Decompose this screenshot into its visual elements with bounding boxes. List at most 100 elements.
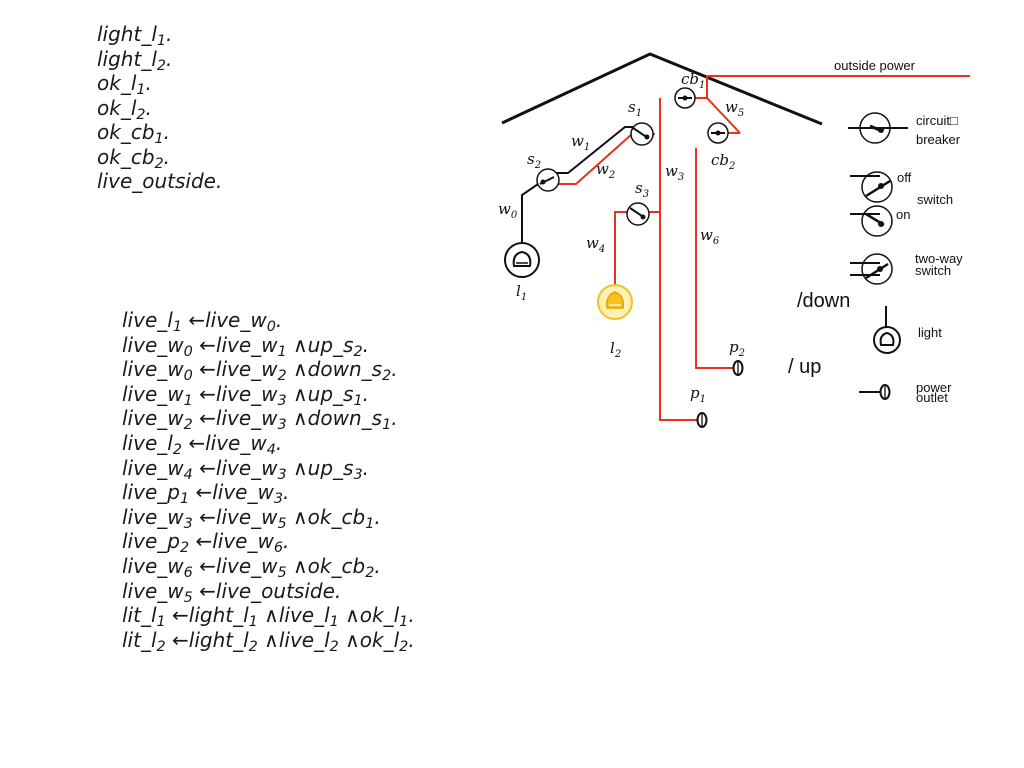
rule-text: ←live_w [192,381,278,406]
rule-subscript: 2 [329,638,339,655]
rule-text: ∧up_s [286,332,354,357]
rule-subscript: 3 [183,515,193,532]
rule-text: live_w [122,578,184,603]
rule-subscript: 1 [179,491,190,508]
legend-two-way-1: two-way [915,251,963,266]
fact-text: ok_l [97,71,137,95]
legend: circuit□ breaker off switch on two-way [848,112,963,405]
rule-text: ∧ok_cb [286,553,366,578]
switch-s1 [630,122,654,146]
legend-circuit-breaker-icon [848,112,908,144]
rule-subscript: 2 [382,368,392,385]
rule-subscript: 2 [277,368,287,385]
wire-w0 [521,179,545,244]
rule-line: live_w2 ←live_w3 ∧down_s1. [122,406,415,434]
annotation-down: /down [797,290,850,312]
rule-line: lit_l1 ←light_l1 ∧live_l1 ∧ok_l1. [122,603,415,631]
label-w1: w1 [571,132,590,153]
power-outlet-p1 [696,412,708,428]
legend-light: light [918,325,942,340]
rule-text: . [283,480,290,505]
legend-on: on [896,207,910,222]
rule-subscript: 1 [365,515,375,532]
rule-text: . [408,627,415,652]
rule-text: ←live_w [192,504,278,529]
rule-line: live_l2 ←live_w4. [122,430,415,457]
label-s1: s1 [628,98,642,119]
rule-text: ←live_w [192,357,278,382]
rule-line: live_l1 ←live_w0. [122,308,415,336]
rule-text: ∧up_s [286,455,354,480]
rule-text: . [283,529,290,554]
rule-text: ←live_w [192,553,278,578]
rule-subscript: 3 [277,466,287,483]
rule-text: . [275,430,283,455]
label-l1: l1 [516,282,527,303]
rule-subscript: 3 [353,466,363,483]
fact-subscript: 2 [156,57,167,74]
rule-line: live_p2 ←live_w6. [122,529,415,555]
rule-text: live_l [122,430,173,455]
rule-text: live_w [122,504,184,529]
fact-text: ok_cb [97,120,155,144]
rule-text: ←live_outside. [192,578,342,603]
label-s3: s3 [635,179,649,200]
rule-subscript: 5 [277,515,287,532]
rule-subscript: 1 [183,392,193,409]
rule-subscript: 3 [273,491,283,508]
legend-circuit-breaker-2: breaker [916,132,961,147]
rule-text: lit_l [122,603,157,628]
label-outside-power: outside power [834,58,916,73]
label-w2: w2 [596,160,615,181]
rule-line: live_w3 ←live_w5 ∧ok_cb1. [122,504,415,532]
legend-light-icon [873,306,901,354]
label-p2: p2 [729,338,745,359]
rule-subscript: 0 [266,319,276,336]
rule-text: . [275,308,283,332]
fact-end: . [163,144,171,169]
label-w5: w5 [725,98,744,119]
rule-text: . [408,603,415,628]
rule-text: ∧live_l [257,627,330,652]
rules-list: live_l1 ←live_w0.live_w0 ←live_w1 ∧up_s2… [122,308,415,655]
rule-line: live_w5 ←live_outside. [122,578,415,605]
fact-line: ok_l1. [97,71,222,97]
wire-w3 [659,98,697,421]
rule-subscript: 1 [172,319,182,336]
fact-line: light_l2. [97,47,222,74]
power-outlet-p2 [732,360,744,376]
legend-switch: switch [917,192,953,207]
rule-text: ∧ok_l [338,627,400,652]
rule-text: ←live_w [181,308,267,332]
rule-text: live_w [122,357,184,382]
rule-subscript: 5 [277,564,287,581]
fact-subscript: 1 [156,33,167,50]
rule-text: . [374,504,381,529]
rule-subscript: 1 [329,614,339,631]
rule-subscript: 6 [183,564,193,581]
label-p1: p1 [690,384,706,405]
fact-end: . [166,22,173,46]
label-w6: w6 [700,226,720,247]
rule-subscript: 2 [353,343,363,360]
rule-subscript: 2 [365,564,375,581]
rule-text: ←light_l [165,603,249,628]
rule-text: ←live_w [192,332,278,357]
rule-subscript: 0 [183,343,193,360]
fact-subscript: 2 [154,155,164,172]
rule-text: ∧ok_cb [286,504,366,529]
rule-subscript: 3 [277,417,287,434]
rule-text: ∧down_s [286,406,383,431]
rule-subscript: 2 [183,417,193,434]
fact-end: . [145,71,152,95]
rule-text: ∧live_l [257,603,330,628]
rule-text: . [362,455,369,480]
rule-text: live_p [122,529,180,554]
legend-two-way-switch-icon [850,253,893,285]
rule-line: live_w0 ←live_w2 ∧down_s2. [122,357,415,385]
rule-text: ∧down_s [286,357,383,382]
label-w0: w0 [498,200,518,221]
legend-outlet: outlet [916,390,948,405]
label-cb2: cb2 [711,151,735,172]
rule-text: live_p [122,480,180,505]
